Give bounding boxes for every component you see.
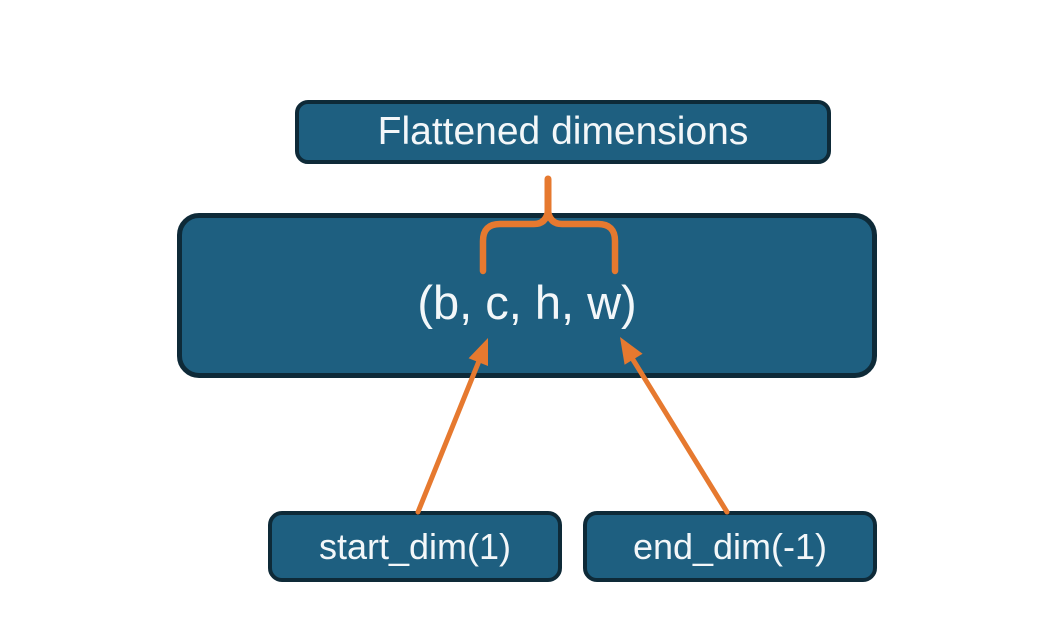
node-tensor-shape-label: (b, c, h, w) [417, 276, 637, 329]
node-start-dim: start_dim(1) [268, 511, 562, 582]
node-start-dim-label: start_dim(1) [318, 525, 512, 567]
node-end-dim-label: end_dim(-1) [632, 525, 828, 567]
node-flattened-dimensions-label: Flattened dimensions [377, 110, 749, 153]
start-dim-arrow-line [415, 358, 482, 515]
node-end-dim: end_dim(-1) [583, 511, 877, 582]
node-tensor-shape: (b, c, h, w) [177, 213, 877, 378]
end-dim-arrow-line [629, 355, 730, 515]
node-flattened-dimensions: Flattened dimensions [295, 100, 831, 164]
